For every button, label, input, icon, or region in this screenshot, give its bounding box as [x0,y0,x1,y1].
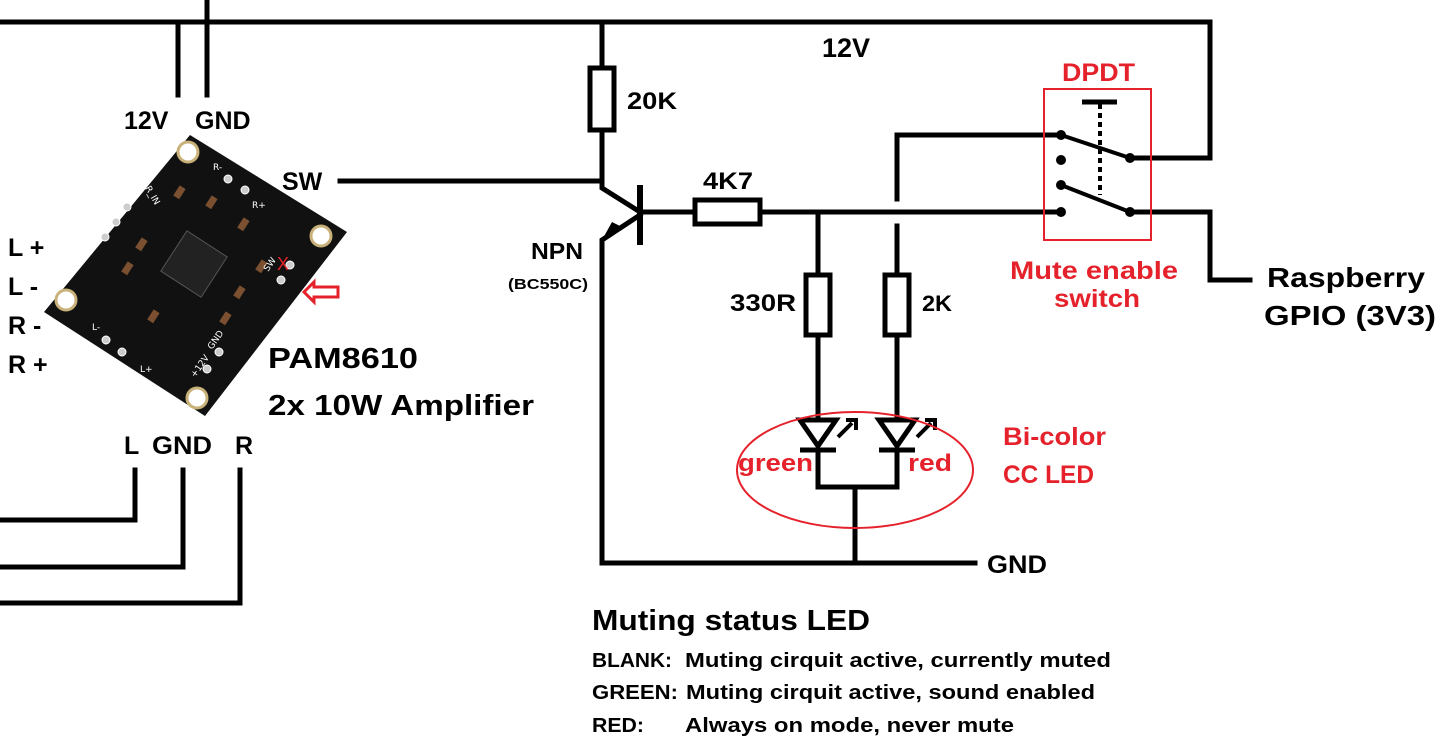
label-r-minus: R - [8,312,41,340]
label-20k: 20K [627,88,678,115]
wires [0,0,1253,606]
legend-meaning-blank: Muting cirquit active, currently muted [685,650,1111,672]
label-gpio: GPIO (3V3) [1264,300,1436,331]
silk-r-minus: R- [213,163,222,173]
label-gnd: GND [987,551,1047,579]
label-amp-12v: 12V [124,107,169,135]
label-led-red: red [908,450,952,477]
wire-emitter-gnd [599,211,978,566]
amp-chip [160,230,228,298]
led-green [795,417,858,453]
label-l-minus: L - [8,273,38,301]
silk-l-plus: L+ [140,365,153,375]
legend-state-red: RED: [592,715,644,737]
wire-out-l [0,467,138,523]
label-bicolor: Bi-color [1003,423,1106,451]
not-connected-mark: X [277,254,289,274]
resistor-4k7 [692,197,763,227]
legend-title: Muting status LED [592,605,870,637]
switch-box [1043,88,1152,241]
mount-hole [185,386,209,410]
label-mute-enable: Mute enable [1010,257,1178,285]
label-raspberry: Raspberry [1267,262,1425,293]
label-4k7: 4K7 [703,168,753,195]
label-cc-led: CC LED [1003,461,1094,489]
emitter-arrow-icon [602,222,620,240]
wire-12v-rail [0,19,1213,161]
wire-out-r [0,467,243,606]
amplifier-description: 2x 10W Amplifier [268,390,534,422]
label-led-green: green [738,450,813,477]
label-sw: SW [282,168,323,196]
mount-hole [176,140,200,164]
resistor-20k [587,65,617,133]
label-dpdt: DPDT [1062,59,1135,87]
legend-meaning-red: Always on mode, never mute [685,715,1014,737]
smd-components [121,185,268,326]
silk-l-in: L_IN [84,225,102,246]
label-330r: 330R [730,290,796,317]
label-out-r: R [235,432,253,460]
led-status-legend: Muting status LED BLANK: Muting cirquit … [592,605,1111,737]
label-switch: switch [1054,285,1140,313]
dpdt-switch[interactable] [1043,88,1152,241]
mount-hole [309,224,333,248]
mount-hole [54,288,78,312]
legend-meaning-green: Muting cirquit active, sound enabled [686,682,1095,704]
label-l-plus: L + [8,234,44,262]
resistor-330r [803,272,833,338]
amplifier-board: R- R+ R_IN L_IN L- L+ SW +12V GND X [44,135,347,416]
label-amp-gnd: GND [195,107,251,135]
red-arrow-left-icon [301,278,340,306]
wire-gpio [1127,209,1253,283]
amplifier-name: PAM8610 [268,343,418,375]
board-pads [100,174,295,374]
label-bc550c: (BC550C) [508,276,588,293]
label-12v-rail: 12V [822,33,870,63]
label-out-gnd: GND [152,432,212,460]
resistor-2k [882,272,912,338]
label-2k: 2K [922,291,952,316]
wire-collector [599,19,644,216]
wire-out-gnd [0,467,186,570]
label-r-plus: R + [8,351,48,379]
legend-state-green: GREEN: [592,682,678,704]
label-npn: NPN [531,238,583,264]
silk-l-minus: L- [92,323,100,333]
npn-transistor [602,185,643,245]
silk-r-plus: R+ [252,201,266,211]
bicolor-led-outline [736,411,974,529]
label-out-l: L [124,432,139,460]
light-arrow-icon [836,418,858,439]
legend-state-blank: BLANK: [592,650,672,672]
